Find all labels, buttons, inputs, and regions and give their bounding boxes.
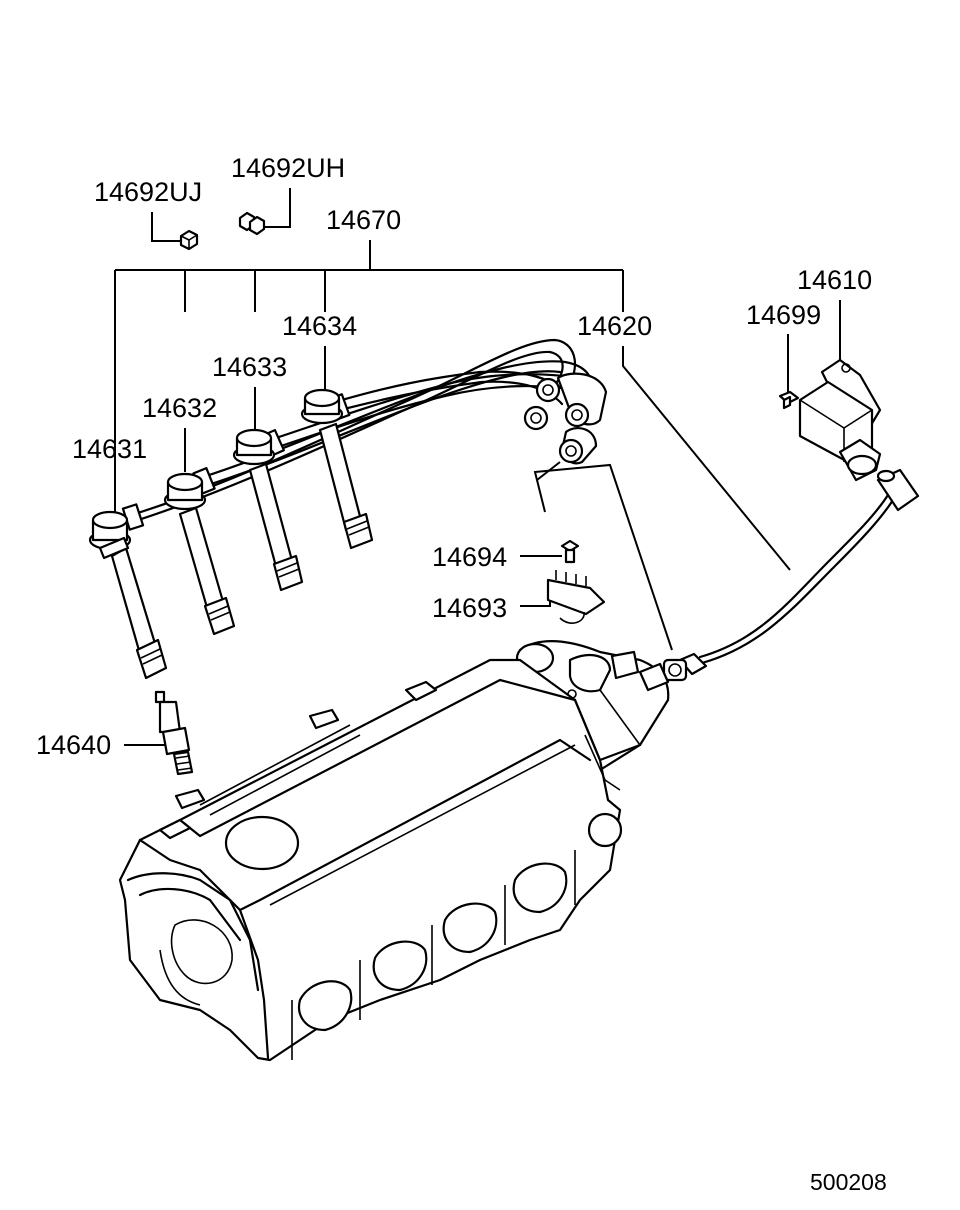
coil-wire-14620: [662, 468, 920, 682]
callout-14640: 14640: [36, 730, 111, 760]
callout-14670: 14670: [326, 205, 401, 235]
callout-14620: 14620: [577, 311, 652, 341]
bolt-14694: [560, 539, 580, 564]
leader-lines: [114, 188, 841, 746]
coil-bolt-14699: [778, 390, 800, 410]
callout-14699: 14699: [746, 300, 821, 330]
distributor-end-caps: [523, 372, 608, 465]
callout-14692UJ: 14692UJ: [94, 177, 202, 207]
callout-14693: 14693: [432, 593, 507, 623]
plug-boot-14632: [163, 472, 236, 636]
callout-14692UH: 14692UH: [231, 153, 345, 183]
plug-boot-14634: [300, 388, 374, 550]
wire-holder-14693: [546, 570, 606, 624]
plug-boot-14631: [88, 510, 168, 680]
callout-14631: 14631: [72, 434, 147, 464]
figure-number: 500208: [810, 1169, 887, 1195]
plug-boot-14633: [232, 428, 304, 592]
cylinder-head: [118, 658, 642, 1062]
clip-14692UH: [238, 211, 266, 236]
clip-14692UJ: [179, 229, 199, 251]
callout-14694: 14694: [432, 542, 507, 572]
ignition-coil-14610: [798, 358, 882, 482]
ignition-wire-harness: [88, 338, 608, 680]
callout-14632: 14632: [142, 393, 217, 423]
spark-plug-14640: [154, 690, 194, 776]
callout-14610: 14610: [797, 265, 872, 295]
callout-14634: 14634: [282, 311, 357, 341]
callout-14633: 14633: [212, 352, 287, 382]
